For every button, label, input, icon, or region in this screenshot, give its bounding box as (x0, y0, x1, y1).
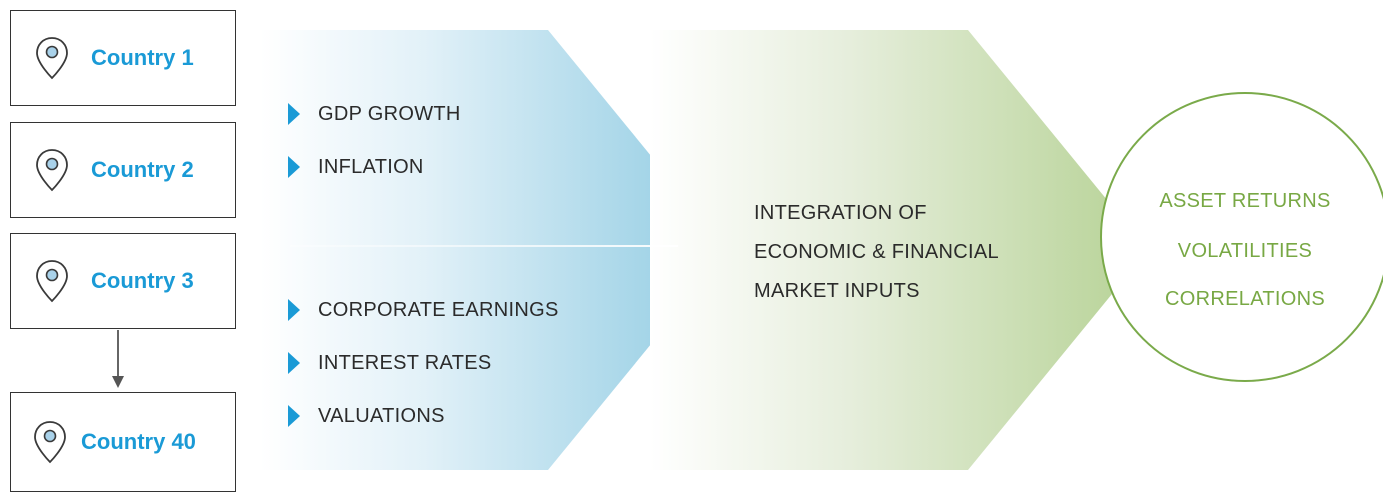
map-pin-icon (36, 37, 68, 80)
country-label: Country 40 (81, 429, 196, 454)
input-label: GDP GROWTH (318, 102, 461, 125)
inputs-divider (290, 245, 678, 247)
output-volatilities: VOLATILITIES (1177, 240, 1313, 262)
triangle-right-icon (288, 103, 300, 125)
country-box-3: Country 3 (10, 233, 236, 329)
country-label: Country 3 (91, 268, 194, 293)
integration-line: MARKET INPUTS (754, 280, 920, 302)
country-box-2: Country 2 (10, 122, 236, 218)
arrow-down-icon (112, 330, 124, 388)
financial-input-rates: INTEREST RATES (288, 349, 492, 377)
country-label: Country 2 (91, 157, 194, 182)
output-circle (1100, 92, 1383, 382)
inputs-chevron (260, 30, 728, 470)
country-label: Country 1 (91, 45, 194, 70)
economic-input-gdp: GDP GROWTH (288, 100, 461, 128)
input-label: INFLATION (318, 155, 424, 178)
input-label: VALUATIONS (318, 404, 445, 427)
map-pin-icon (36, 149, 68, 192)
integration-line: ECONOMIC & FINANCIAL (754, 241, 999, 263)
integration-chevron (650, 30, 1148, 470)
financial-input-valuations: VALUATIONS (288, 402, 445, 430)
country-box-40: Country 40 (10, 392, 236, 492)
triangle-right-icon (288, 299, 300, 321)
input-label: CORPORATE EARNINGS (318, 298, 559, 321)
country-box-1: Country 1 (10, 10, 236, 106)
output-correlations: CORRELATIONS (1165, 288, 1325, 310)
economic-input-inflation: INFLATION (288, 153, 424, 181)
triangle-right-icon (288, 405, 300, 427)
triangle-right-icon (288, 156, 300, 178)
financial-input-earnings: CORPORATE EARNINGS (288, 296, 559, 324)
map-pin-icon (36, 260, 68, 303)
integration-line: INTEGRATION OF (754, 202, 927, 224)
input-label: INTEREST RATES (318, 351, 492, 374)
triangle-right-icon (288, 352, 300, 374)
map-pin-icon (34, 421, 66, 464)
output-asset-returns: ASSET RETURNS (1159, 190, 1331, 212)
